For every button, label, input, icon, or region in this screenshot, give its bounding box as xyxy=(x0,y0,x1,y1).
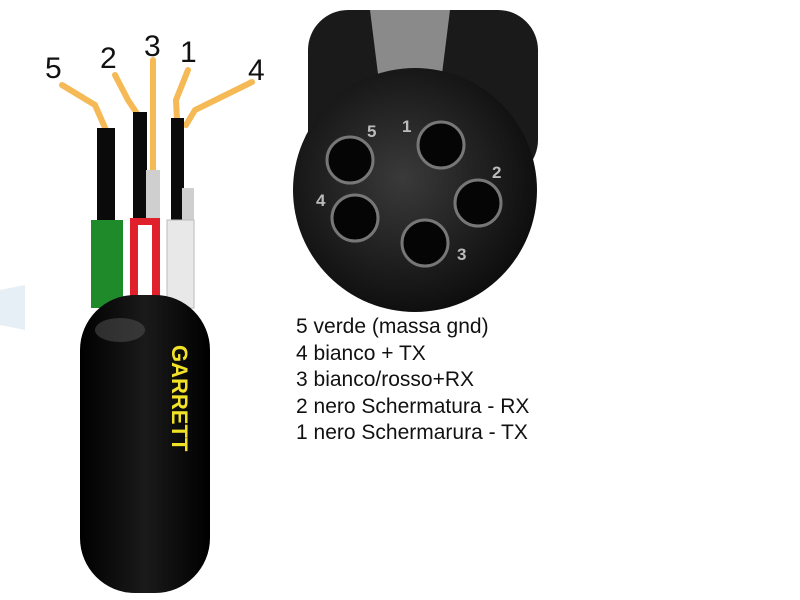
white-wires xyxy=(146,170,194,220)
pin-label-2: 2 xyxy=(492,163,501,182)
legend-item-3: 3 bianco/rosso+RX xyxy=(296,368,475,391)
black-wires xyxy=(97,112,184,223)
pin-4 xyxy=(330,193,380,243)
pin-1 xyxy=(416,120,466,170)
legend-item-1: 1 nero Schermarura - TX xyxy=(296,421,528,444)
wire-label-2: 2 xyxy=(100,42,117,75)
pin-label-3: 3 xyxy=(457,245,466,264)
garrett-logo: GARRETT xyxy=(167,345,192,452)
pin-2 xyxy=(453,178,503,228)
background-shape xyxy=(0,285,25,330)
wire-label-1: 1 xyxy=(180,36,197,69)
connector: 1 2 3 4 5 xyxy=(293,10,538,312)
pin-label-1: 1 xyxy=(402,117,411,136)
wire-label-4: 4 xyxy=(248,54,265,87)
pin-5 xyxy=(325,135,375,185)
wire-label-3: 3 xyxy=(144,30,161,63)
legend-item-5: 5 verde (massa gnd) xyxy=(296,315,489,338)
cable-body xyxy=(80,295,210,593)
legend-item-2: 2 nero Schermatura - RX xyxy=(296,394,530,418)
pin-label-5: 5 xyxy=(367,122,376,141)
wire-leads xyxy=(59,57,255,173)
green-tube xyxy=(91,220,123,308)
pin-legend: 5 verde (massa gnd) 4 bianco + TX 3 bian… xyxy=(296,314,529,447)
wire-label-5: 5 xyxy=(45,52,62,85)
pin-label-4: 4 xyxy=(316,191,326,210)
pin-3 xyxy=(400,218,450,268)
red-tube-stripe xyxy=(138,225,152,305)
cable-highlight xyxy=(95,318,145,342)
legend-item-4: 4 bianco + TX xyxy=(296,341,426,365)
white-tube xyxy=(166,219,195,309)
